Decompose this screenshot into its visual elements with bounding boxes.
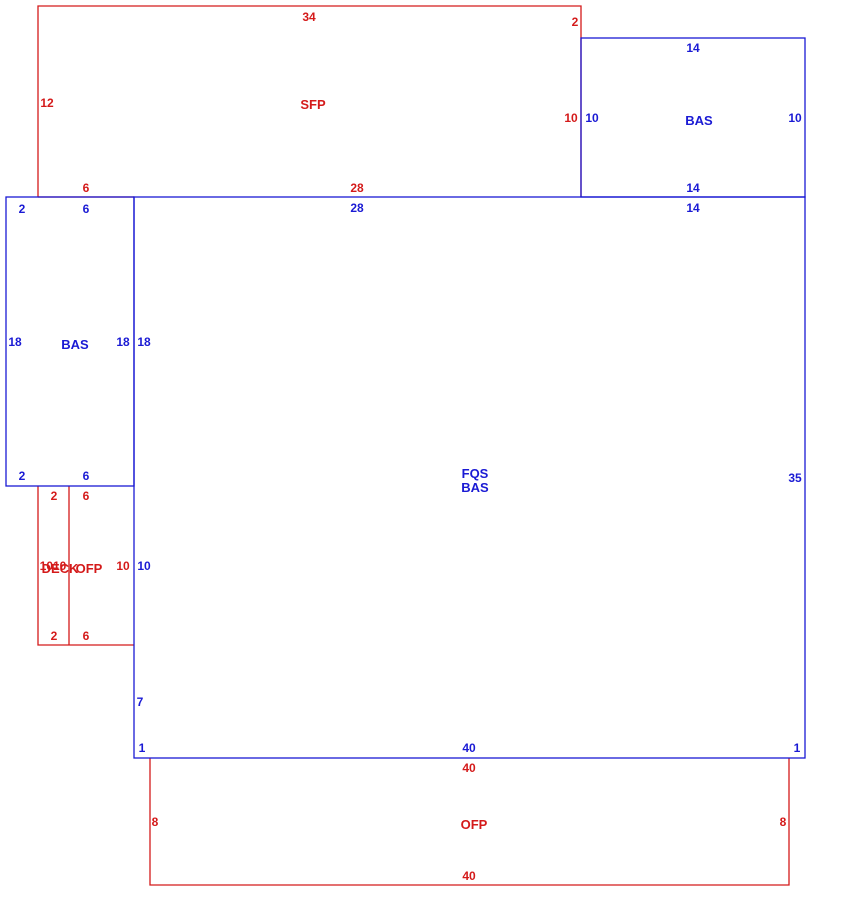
ofp-bottom-area-label: OFP [461, 817, 488, 832]
main-dim-top-mid: 28 [350, 201, 364, 215]
ofp-bottom-dim-right: 8 [780, 815, 787, 829]
main-dim-left-mid: 10 [137, 559, 151, 573]
bas-left-dim-top-left: 2 [19, 202, 26, 216]
sfp-dim-top-right: 2 [572, 15, 579, 29]
main-area-label-fqs: FQS [462, 466, 489, 481]
main-dim-bottom: 40 [462, 741, 476, 755]
sfp-area-label: SFP [300, 97, 326, 112]
bas-left-dim-right: 18 [116, 335, 130, 349]
bas-left-area-label: BAS [61, 337, 89, 352]
ofp-bottom-dim-top: 40 [462, 761, 476, 775]
bas-tr-area-label: BAS [685, 113, 713, 128]
ofp-small-dim-right: 10 [116, 559, 130, 573]
sfp-dim-left: 12 [40, 96, 54, 110]
main-fqs-bas-outline [133, 196, 806, 759]
bas-left-dim-top-right: 6 [83, 202, 90, 216]
main-dim-right: 35 [788, 471, 802, 485]
deck-dim-bottom-left: 2 [51, 629, 58, 643]
ofp-small-dim-bottom-right: 6 [83, 629, 90, 643]
deck-dim-overlap: 1010 [40, 559, 67, 573]
main-area-label-bas: BAS [461, 480, 489, 495]
ofp-small-area-label: OFP [76, 561, 103, 576]
sfp-dim-bottom-mid: 28 [350, 181, 364, 195]
sfp-dim-right: 10 [564, 111, 578, 125]
ofp-bottom-dim-bottom: 40 [462, 869, 476, 883]
sfp-dim-bottom-left: 6 [83, 181, 90, 195]
sfp-dim-top: 34 [302, 10, 316, 24]
deck-area-label: DECK [42, 561, 79, 576]
main-dim-left-upper: 18 [137, 335, 151, 349]
bas-tr-dim-left: 10 [585, 111, 599, 125]
bas-tr-dim-bottom: 14 [686, 181, 700, 195]
main-dim-left-lower: 7 [137, 695, 144, 709]
main-dim-top-right: 14 [686, 201, 700, 215]
main-dim-bottom-right: 1 [794, 741, 801, 755]
bas-tr-dim-right: 10 [788, 111, 802, 125]
deck-dim-top-left: 2 [51, 489, 58, 503]
deck-ofp-outline [37, 486, 134, 646]
bas-left-dim-bottom-right: 6 [83, 469, 90, 483]
ofp-bottom-outline [149, 758, 790, 886]
bas-tr-dim-top: 14 [686, 41, 700, 55]
ofp-bottom-dim-left: 8 [152, 815, 159, 829]
ofp-small-dim-top-right: 6 [83, 489, 90, 503]
main-dim-bottom-left: 1 [139, 741, 146, 755]
bas-left-dim-left: 18 [8, 335, 22, 349]
bas-left-dim-bottom-left: 2 [19, 469, 26, 483]
